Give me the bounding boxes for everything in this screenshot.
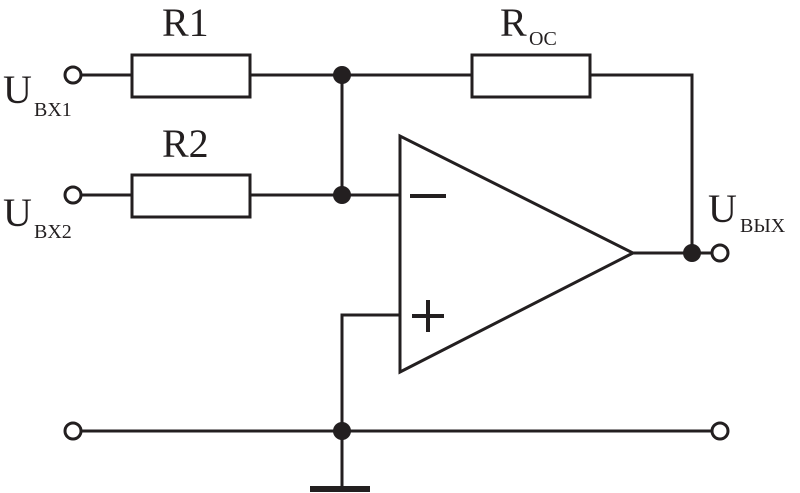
junction-node-inverting <box>333 186 351 204</box>
junction-node-top <box>333 66 351 84</box>
terminal-common-left <box>63 421 83 441</box>
resistor-roc <box>470 53 592 99</box>
label-uvx2-sub: BX2 <box>34 221 72 243</box>
label-uvx2-main: U <box>3 190 32 235</box>
label-roc-sub: OC <box>529 28 557 50</box>
terminal-output <box>710 243 730 263</box>
opamp-triangle <box>398 133 637 375</box>
terminal-input-1 <box>63 65 83 85</box>
resistor-r1 <box>130 53 252 99</box>
label-uvx1-sub: BX1 <box>34 99 72 121</box>
label-roc-main: R <box>500 0 527 45</box>
junction-node-ground <box>333 422 351 440</box>
terminal-input-2 <box>63 185 83 205</box>
label-r2: R2 <box>162 121 209 166</box>
terminal-common-right <box>710 421 730 441</box>
label-uvyx-sub: ВЫХ <box>740 215 786 237</box>
junction-node-output <box>683 244 701 262</box>
label-uvyx-main: U <box>708 186 737 231</box>
wires <box>78 73 715 490</box>
resistor-r2 <box>130 173 252 219</box>
label-r1: R1 <box>162 0 209 45</box>
label-uvx1-main: U <box>3 67 32 112</box>
